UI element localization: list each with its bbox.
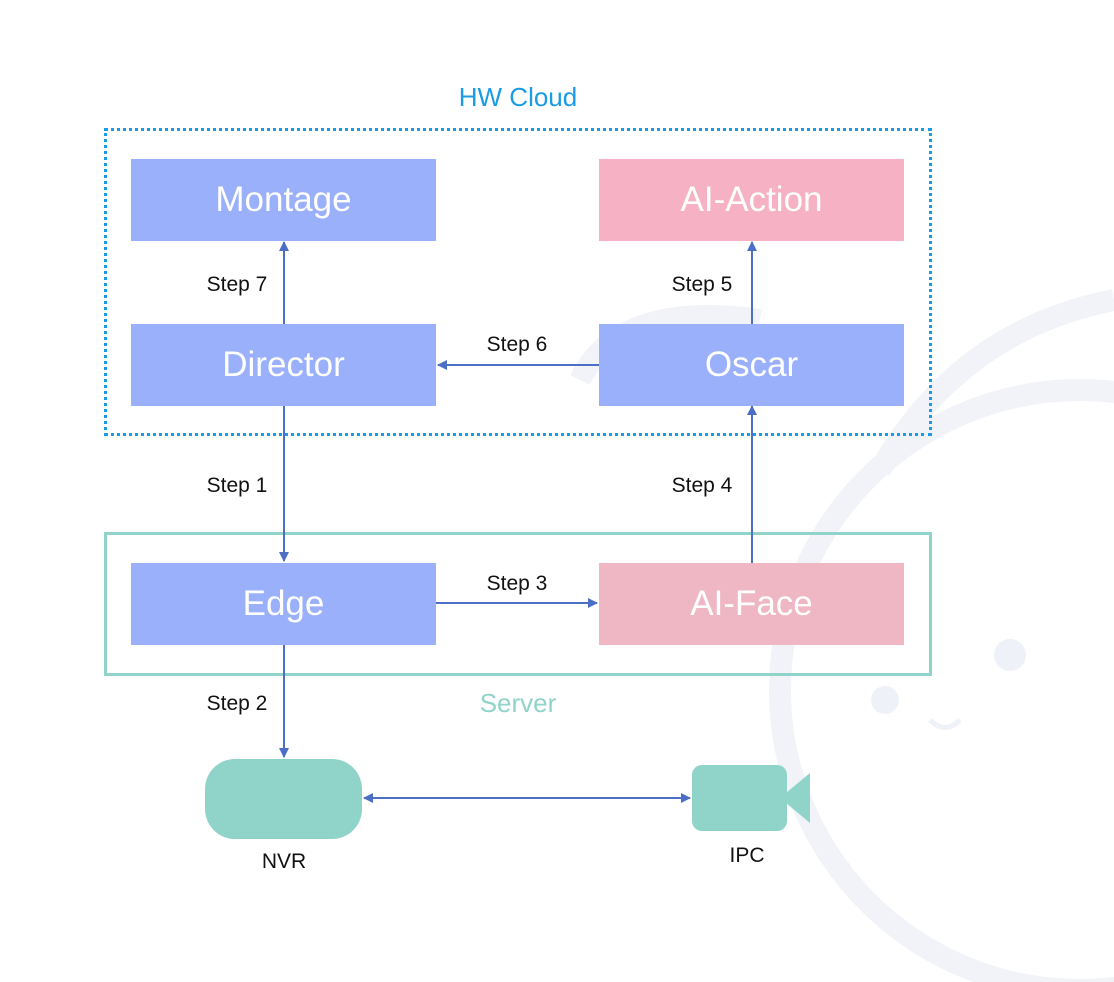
video-camera-icon (692, 765, 810, 831)
camera-lens (780, 773, 810, 823)
nvr-label: NVR (261, 850, 307, 873)
montage-node: Montage (131, 159, 436, 241)
watermark-head-outline (769, 379, 1114, 982)
step-6-label: Step 6 (486, 333, 548, 356)
edge-node: Edge (131, 563, 436, 645)
ai-face-node: AI-Face (599, 563, 904, 645)
oscar-node: Oscar (599, 324, 904, 406)
nvr-device-icon (205, 759, 362, 839)
camera-body (692, 765, 787, 831)
step-4-label: Step 4 (671, 474, 733, 497)
server-label: Server (479, 688, 557, 718)
step-2-label: Step 2 (206, 692, 268, 715)
hw-cloud-group (104, 128, 932, 436)
ipc-label: IPC (729, 844, 765, 867)
watermark-eye (994, 639, 1026, 671)
server-group (104, 532, 932, 676)
ai-action-node: AI-Action (599, 159, 904, 241)
hw-cloud-label: HW Cloud (458, 82, 578, 112)
watermark-eye-left (871, 686, 899, 714)
step-5-label: Step 5 (671, 273, 733, 296)
director-node: Director (131, 324, 436, 406)
step-7-label: Step 7 (206, 273, 268, 296)
step-3-label: Step 3 (486, 572, 548, 595)
step-1-label: Step 1 (206, 474, 268, 497)
watermark-mouth (928, 718, 962, 730)
